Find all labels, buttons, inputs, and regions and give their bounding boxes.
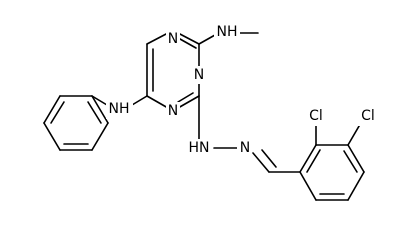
molecule-diagram: N N N NH NH HN N Cl Cl [43, 22, 380, 201]
bond-phenyl-2 [43, 95, 61, 124]
bond-ring-to-methylamino [198, 34, 216, 45]
atom-cl-ortho: Cl [309, 108, 323, 124]
bond-phenyl-5 [91, 122, 109, 151]
bond-aryl-3 [347, 144, 365, 173]
bond-phenyl-2-double [50, 101, 65, 124]
bond-aryl-3-double [343, 150, 358, 173]
atom-nh-methylamino: NH [217, 24, 238, 40]
bond-aryl-1-double [306, 149, 321, 173]
bond-aryl-1 [299, 144, 317, 173]
atom-n-triazine-right: N [194, 67, 204, 83]
bond-ring-bottom-right [177, 95, 200, 109]
bond-ring-top-right [177, 32, 200, 45]
bond-ring-to-anilino [131, 95, 148, 106]
atom-labels: N N N NH NH HN N Cl Cl [106, 22, 380, 159]
bond-phenyl-6-double [87, 101, 102, 124]
bond-ring-top-left [146, 32, 169, 45]
atom-hn-hydrazone: HN [189, 140, 210, 156]
atom-n-imine: N [240, 140, 250, 156]
atom-n-triazine-top: N [168, 31, 178, 47]
bond-n-to-ch-double [261, 149, 277, 168]
bond-ring-top-right-double [179, 38, 197, 49]
atom-nh-anilino: NH [109, 101, 130, 117]
bond-ring-bottom-left [146, 95, 169, 109]
bond-phenyl-3 [43, 122, 61, 151]
bond-aryl-4 [347, 171, 365, 201]
atom-cl-meta: Cl [361, 108, 375, 124]
bond-n-to-ch [252, 152, 270, 173]
atom-n-triazine-bottom: N [168, 103, 178, 119]
bond-aryl-6 [299, 171, 317, 201]
bond-anilino-to-phenyl [91, 95, 108, 106]
bond-ring-bottom-right-double [177, 92, 194, 103]
bond-phenyl-6 [91, 95, 109, 124]
